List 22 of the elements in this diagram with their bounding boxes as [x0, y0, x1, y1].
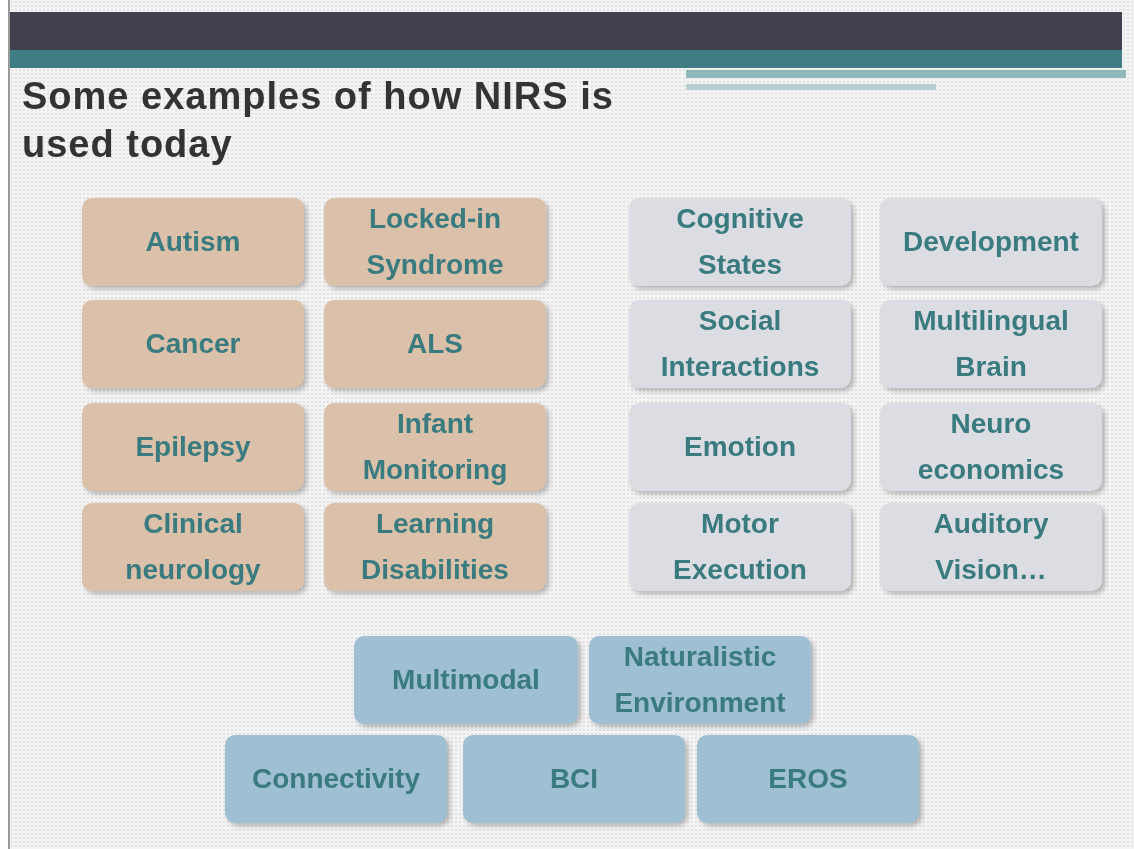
research-area-box: Neuro economics [880, 403, 1102, 491]
research-area-box: Multilingual Brain [880, 300, 1102, 388]
method-box: Connectivity [225, 735, 447, 823]
method-box: BCI [463, 735, 685, 823]
condition-box: Infant Monitoring [324, 403, 546, 491]
research-area-box: Cognitive States [629, 198, 851, 286]
condition-box: ALS [324, 300, 546, 388]
condition-box: Cancer [82, 300, 304, 388]
condition-box: Locked-in Syndrome [324, 198, 546, 286]
research-area-box: Motor Execution [629, 503, 851, 591]
method-box: Multimodal [354, 636, 578, 724]
condition-box: Autism [82, 198, 304, 286]
research-area-box: Social Interactions [629, 300, 851, 388]
method-box: EROS [697, 735, 919, 823]
research-area-box: Auditory Vision… [880, 503, 1102, 591]
research-area-box: Emotion [629, 403, 851, 491]
slide-title: Some examples of how NIRS is used today [22, 74, 615, 167]
condition-box: Learning Disabilities [324, 503, 546, 591]
condition-box: Epilepsy [82, 403, 304, 491]
condition-box: Clinical neurology [82, 503, 304, 591]
method-box: Naturalistic Environment [589, 636, 811, 724]
research-area-box: Development [880, 198, 1102, 286]
